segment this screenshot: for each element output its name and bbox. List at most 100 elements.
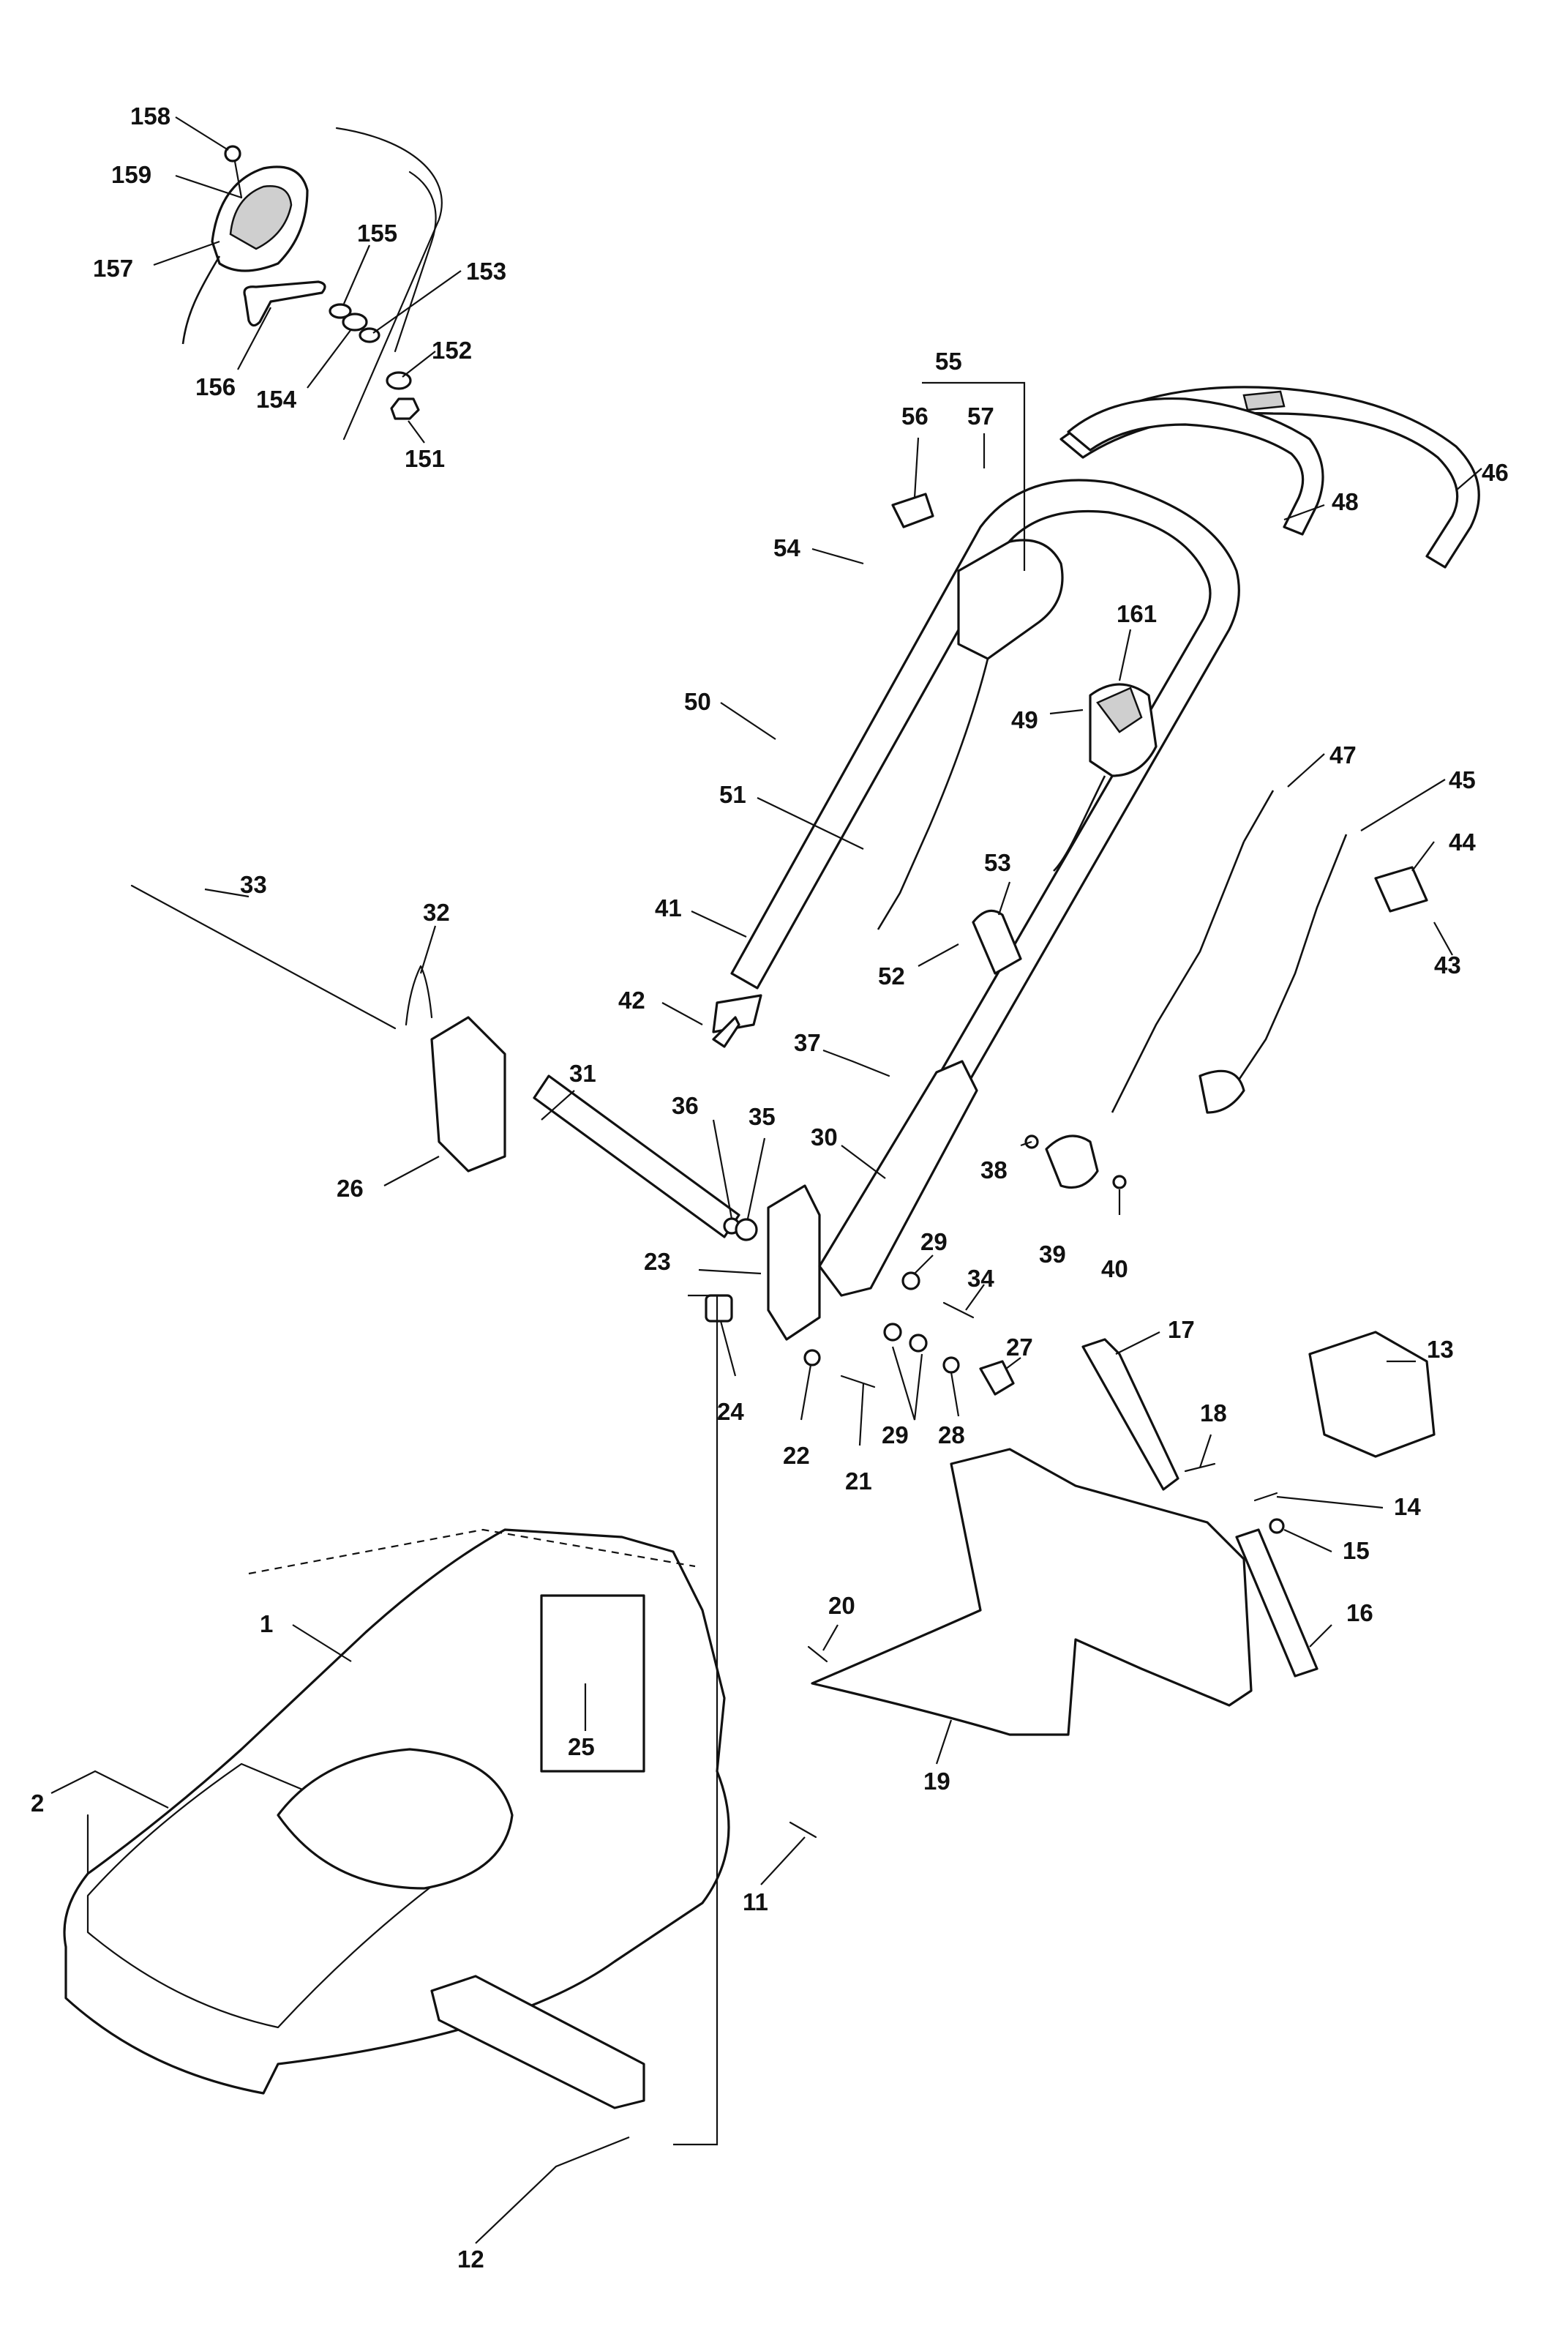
leader-55 xyxy=(922,381,1026,571)
callout-27: 27 xyxy=(1006,1334,1033,1361)
callout-14: 14 xyxy=(1394,1493,1421,1520)
cap-27 xyxy=(979,1360,1015,1396)
leader-18 xyxy=(1198,1434,1212,1468)
leader-153 xyxy=(372,270,462,334)
leader-34 xyxy=(965,1284,985,1311)
leader-32 xyxy=(419,925,437,974)
upper-handle-bar xyxy=(730,479,1240,1114)
callout-29b: 29 xyxy=(882,1421,909,1448)
callout-22: 22 xyxy=(783,1442,810,1469)
handle-assembly xyxy=(712,386,1480,1114)
leader-27 xyxy=(1005,1357,1021,1369)
bail-bar xyxy=(1067,397,1324,536)
throttle-cable xyxy=(181,255,221,345)
bolt-34 xyxy=(942,1301,975,1319)
leader-41 xyxy=(691,911,747,938)
leader-1 xyxy=(292,1624,352,1662)
inset-handle-outline-outer xyxy=(335,127,443,441)
callout-153: 153 xyxy=(466,258,506,285)
leader-15 xyxy=(1283,1529,1332,1552)
height-lever-30 xyxy=(818,1060,978,1297)
leader-31 xyxy=(541,1090,575,1121)
callout-31: 31 xyxy=(569,1060,596,1087)
leader-28 xyxy=(950,1372,960,1417)
callout-51: 51 xyxy=(719,781,746,808)
callout-36: 36 xyxy=(672,1092,699,1119)
spring-32 xyxy=(405,965,433,1026)
callout-47: 47 xyxy=(1329,741,1357,769)
throttle-inset xyxy=(181,127,443,441)
callout-161: 161 xyxy=(1117,600,1157,627)
leader-45 xyxy=(1360,779,1446,831)
callout-48: 48 xyxy=(1332,488,1359,515)
throttle-lever-arm xyxy=(243,280,326,327)
callout-23: 23 xyxy=(644,1248,671,1275)
inset-nut xyxy=(390,397,420,420)
callout-56: 56 xyxy=(901,403,929,430)
leader-22 xyxy=(800,1364,812,1421)
leader-29a xyxy=(914,1254,934,1274)
callout-42: 42 xyxy=(618,987,645,1014)
knob-39 xyxy=(1045,1134,1099,1189)
callout-11: 11 xyxy=(743,1888,768,1915)
nut-40 xyxy=(1112,1175,1127,1189)
callout-55: 55 xyxy=(935,348,962,375)
leader-35 xyxy=(746,1137,766,1219)
lower-tube-cap xyxy=(712,994,762,1033)
callout-154: 154 xyxy=(256,386,297,413)
washer-29 xyxy=(901,1271,920,1290)
leader-26 xyxy=(383,1156,440,1186)
throttle-plate xyxy=(229,185,293,250)
callout-43: 43 xyxy=(1434,951,1461,979)
leader-51 xyxy=(757,797,864,850)
callout-28: 28 xyxy=(938,1421,965,1448)
side-bracket-26 xyxy=(430,1016,506,1173)
brake-cable xyxy=(1235,834,1348,1084)
callout-18: 18 xyxy=(1200,1399,1227,1426)
callout-155: 155 xyxy=(357,220,397,247)
deck-motor-opening xyxy=(277,1748,514,1890)
deck-rear-window xyxy=(540,1594,645,1773)
deck-front-panel xyxy=(86,1762,470,2029)
cable-guide-53 xyxy=(972,909,1022,975)
leader-56 xyxy=(913,437,920,498)
cable-47 xyxy=(1242,790,1275,842)
upper-control-grip xyxy=(957,539,1064,660)
callout-20: 20 xyxy=(828,1592,855,1619)
bolt-11 xyxy=(789,1821,817,1839)
callout-40: 40 xyxy=(1101,1255,1128,1282)
throttle-lever-stem xyxy=(233,156,243,199)
callout-32: 32 xyxy=(423,899,450,926)
leader-161 xyxy=(1118,629,1132,681)
callout-30: 30 xyxy=(811,1123,838,1151)
callout-34: 34 xyxy=(967,1265,994,1292)
bush-24 xyxy=(705,1294,733,1323)
callout-19: 19 xyxy=(923,1768,950,1795)
washer-29b xyxy=(883,1323,902,1342)
cable-spring xyxy=(1198,1069,1245,1114)
callout-52: 52 xyxy=(878,962,905,990)
leader-11 xyxy=(760,1836,806,1885)
rear-rail-12 xyxy=(430,1975,645,2109)
leader-42 xyxy=(661,1002,703,1025)
callout-24: 24 xyxy=(717,1398,744,1425)
leader-54 xyxy=(811,547,864,565)
leader-37 xyxy=(822,1049,853,1063)
strap-17 xyxy=(1081,1338,1179,1491)
leader-49 xyxy=(1049,708,1084,715)
rear-flap-13 xyxy=(1308,1331,1436,1458)
leader-12 xyxy=(475,2136,630,2244)
leader-52 xyxy=(918,943,959,967)
callout-17: 17 xyxy=(1168,1316,1195,1343)
rear-assembly xyxy=(807,1331,1436,1736)
callout-157: 157 xyxy=(93,255,133,282)
inset-washer-a xyxy=(329,303,352,319)
leader-17 xyxy=(1115,1331,1160,1355)
clip-56 xyxy=(891,493,934,528)
callout-156: 156 xyxy=(195,373,236,400)
inset-washer-c xyxy=(386,371,412,390)
bracket-44 xyxy=(1374,866,1428,913)
leader-38 xyxy=(1020,1140,1032,1147)
washer-35 xyxy=(735,1218,758,1241)
callout-33: 33 xyxy=(240,871,267,898)
